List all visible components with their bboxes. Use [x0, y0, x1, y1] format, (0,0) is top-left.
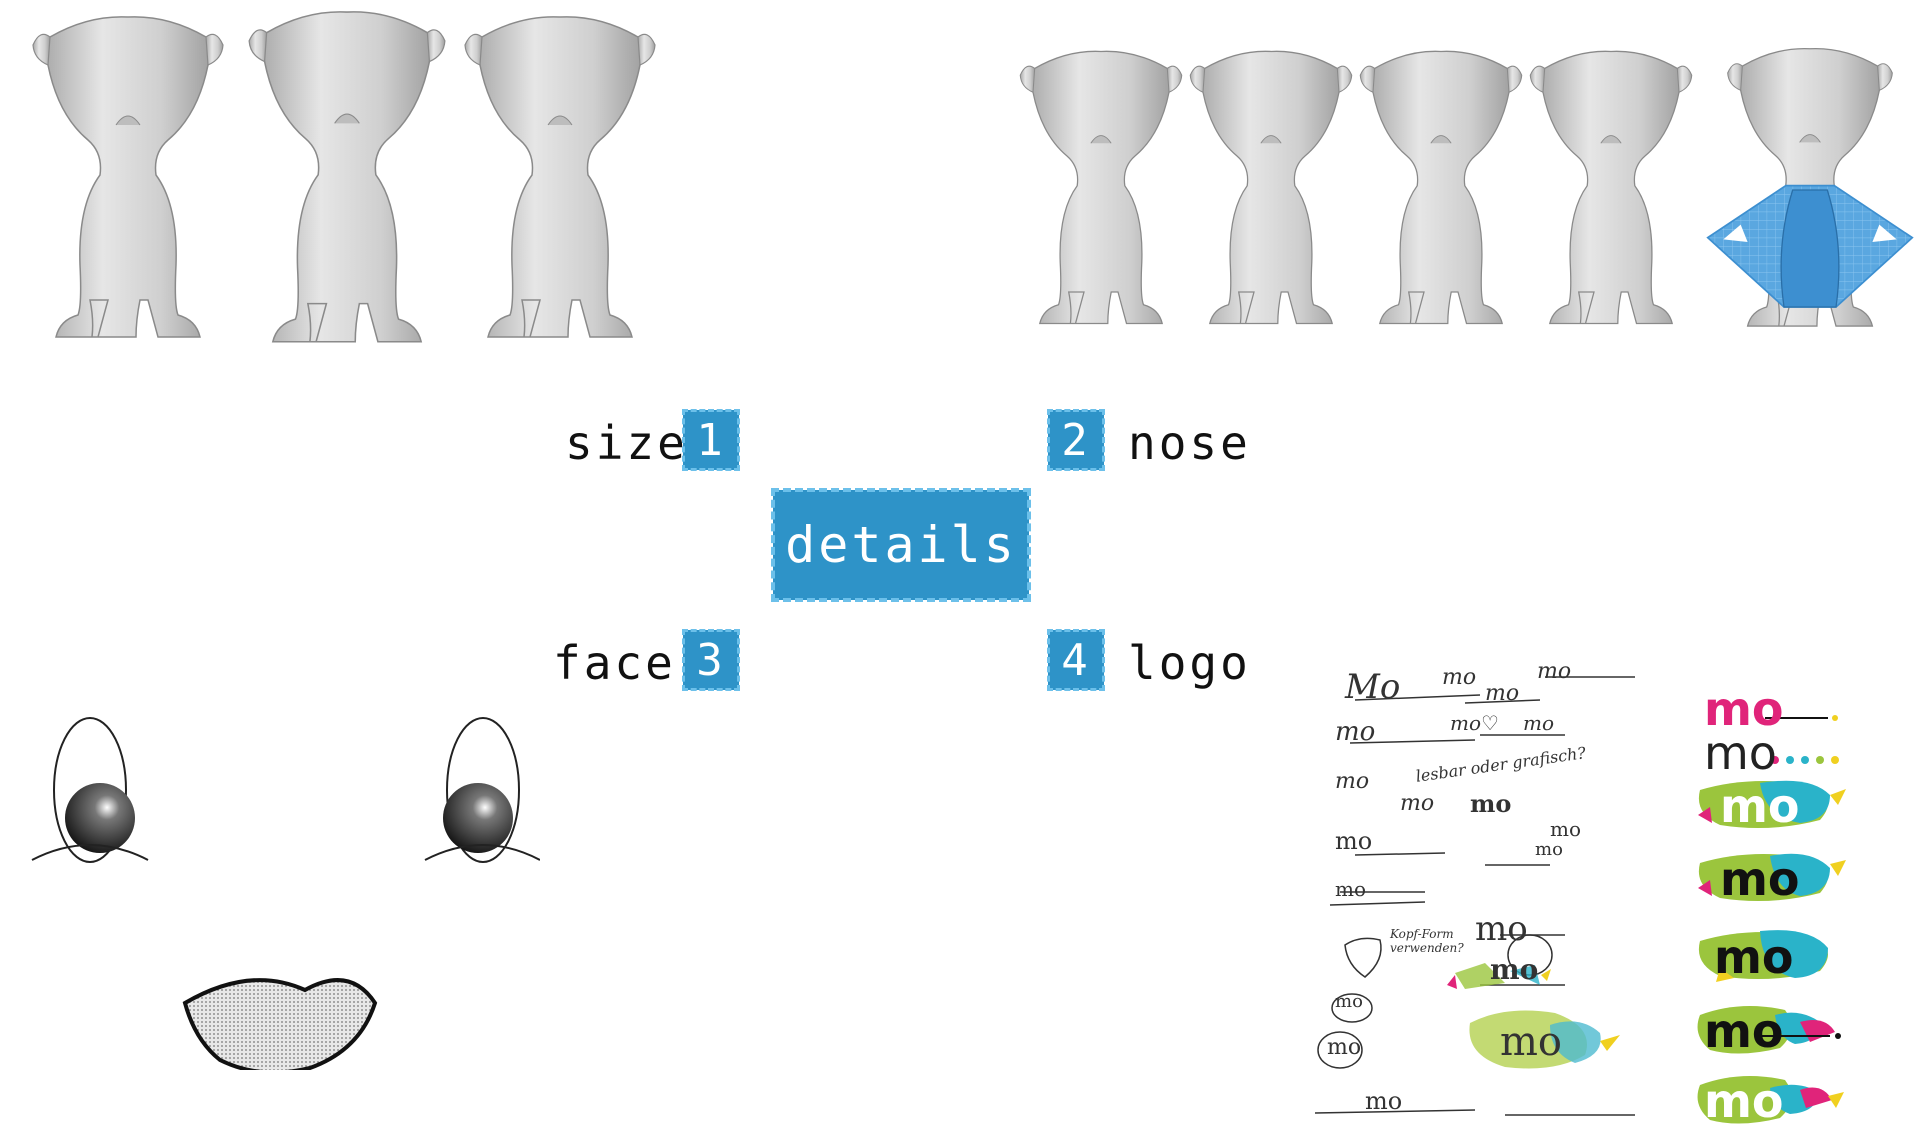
sketch-18: mo: [1490, 953, 1539, 986]
sketch-15: Kopf-Form verwenden?: [1390, 927, 1464, 955]
logo-sketch-sheet: Mo mo mo mo mo mo♡ mo lesbar oder grafis…: [1305, 655, 1635, 1120]
sketch-22: mo: [1365, 1087, 1403, 1115]
sketch-12: mo: [1335, 827, 1373, 855]
left-eye-icon: [31, 717, 149, 863]
figure-nose-5-blue: [1706, 47, 1914, 327]
badge-number-1: 1: [682, 409, 740, 471]
logo-variant-4: mo: [1690, 848, 1850, 908]
badge-number-2: 2: [1047, 409, 1105, 471]
label-size: size: [565, 416, 688, 470]
sketch-17: mo: [1475, 909, 1528, 949]
label-logo: logo: [1128, 636, 1251, 690]
label-face: face: [553, 636, 676, 690]
logo-variant-7: mo: [1690, 1070, 1850, 1130]
sketch-5: mo: [1335, 717, 1376, 747]
logo-variant-1: mo: [1690, 678, 1850, 738]
logo-variant-6: mo: [1690, 1000, 1850, 1060]
sketch-1: Mo: [1345, 667, 1401, 707]
sketch-13: mo: [1550, 817, 1582, 841]
face-drawing: [31, 717, 540, 1070]
sketch-3: mo: [1485, 681, 1520, 706]
sketch-9: mo: [1335, 769, 1370, 794]
logo-text-2: mo: [1704, 726, 1777, 780]
badge-number-4: 4: [1047, 629, 1105, 691]
logo-text-1: mo: [1704, 682, 1784, 736]
label-nose: nose: [1128, 416, 1251, 470]
details-badge: details: [771, 488, 1031, 602]
sketch-6: mo♡: [1450, 711, 1499, 735]
sketch-21: mo: [1500, 1019, 1563, 1065]
sketch-16: mo: [1335, 877, 1367, 901]
figure-size-3: [464, 16, 656, 338]
figure-nose-4: [1529, 50, 1693, 325]
figure-nose-1: [1019, 50, 1183, 325]
sketch-10: mo: [1400, 791, 1435, 816]
figure-nose-3: [1359, 50, 1523, 325]
sketch-4: mo: [1537, 659, 1572, 684]
sketch-7: mo: [1523, 711, 1555, 735]
logo-variant-5: mo: [1690, 926, 1850, 986]
logo-variant-3: mo: [1690, 775, 1850, 835]
figure-nose-2: [1189, 50, 1353, 325]
logo-text-5: mo: [1714, 930, 1794, 984]
badge-number-3: 3: [682, 629, 740, 691]
sketch-20: mo: [1327, 1035, 1362, 1060]
right-eye-icon: [424, 717, 540, 863]
logo-text-7: mo: [1704, 1074, 1784, 1128]
figure-size-2: [248, 11, 446, 343]
logo-text-6: mo: [1704, 1004, 1784, 1058]
figure-size-1: [32, 16, 224, 338]
sketch-11: mo: [1470, 789, 1512, 818]
sketch-2: mo: [1442, 665, 1477, 690]
logo-text-3: mo: [1720, 779, 1800, 833]
mouth-icon: [182, 978, 378, 1070]
logo-variant-2: mo: [1690, 722, 1850, 782]
logo-text-4: mo: [1720, 852, 1800, 906]
sketch-14: mo: [1535, 839, 1563, 860]
sketch-19: mo: [1335, 991, 1363, 1012]
